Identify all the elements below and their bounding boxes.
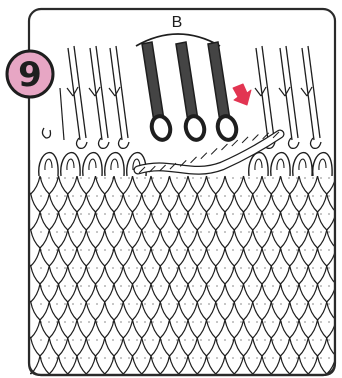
needle-group-label: B <box>172 14 183 31</box>
step-badge: 9 <box>7 51 53 97</box>
step-number: 9 <box>18 55 42 95</box>
fabric-mask-left <box>0 160 30 378</box>
